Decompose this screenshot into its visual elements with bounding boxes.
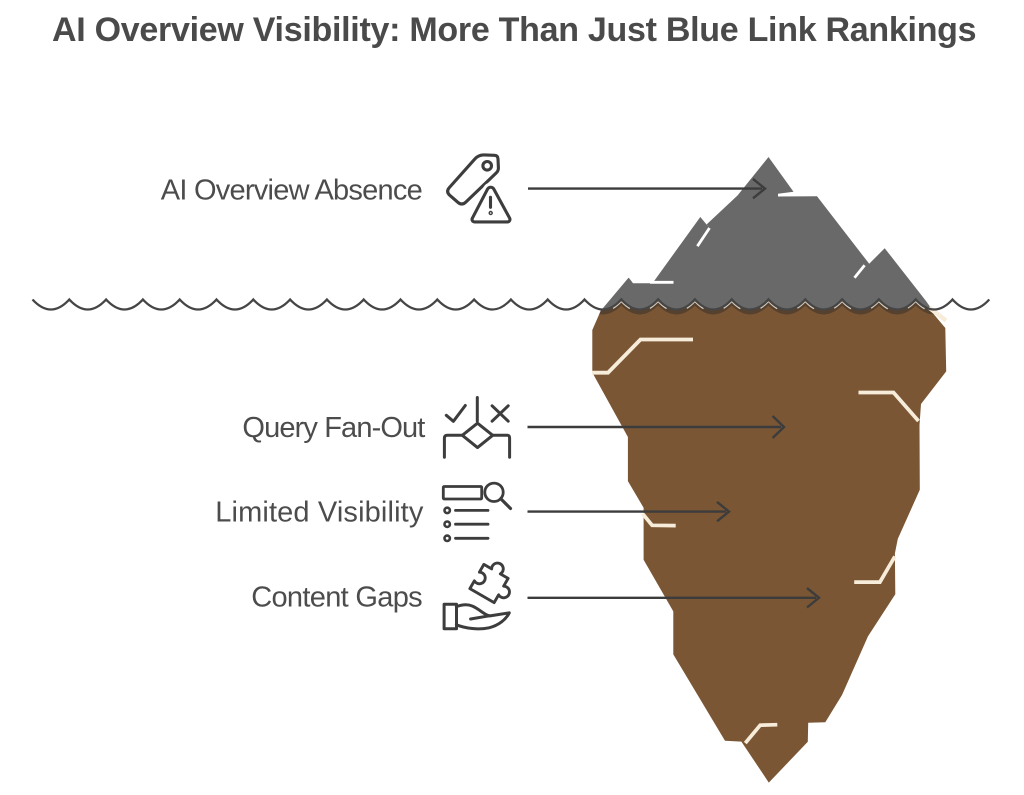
- svg-text:AI Overview Visibility: More T: AI Overview Visibility: More Than Just B…: [52, 11, 976, 49]
- svg-text:Limited Visibility: Limited Visibility: [215, 496, 424, 528]
- svg-text:AI Overview Absence: AI Overview Absence: [161, 174, 422, 206]
- svg-text:Query Fan-Out: Query Fan-Out: [242, 412, 425, 444]
- svg-text:Content Gaps: Content Gaps: [251, 582, 422, 614]
